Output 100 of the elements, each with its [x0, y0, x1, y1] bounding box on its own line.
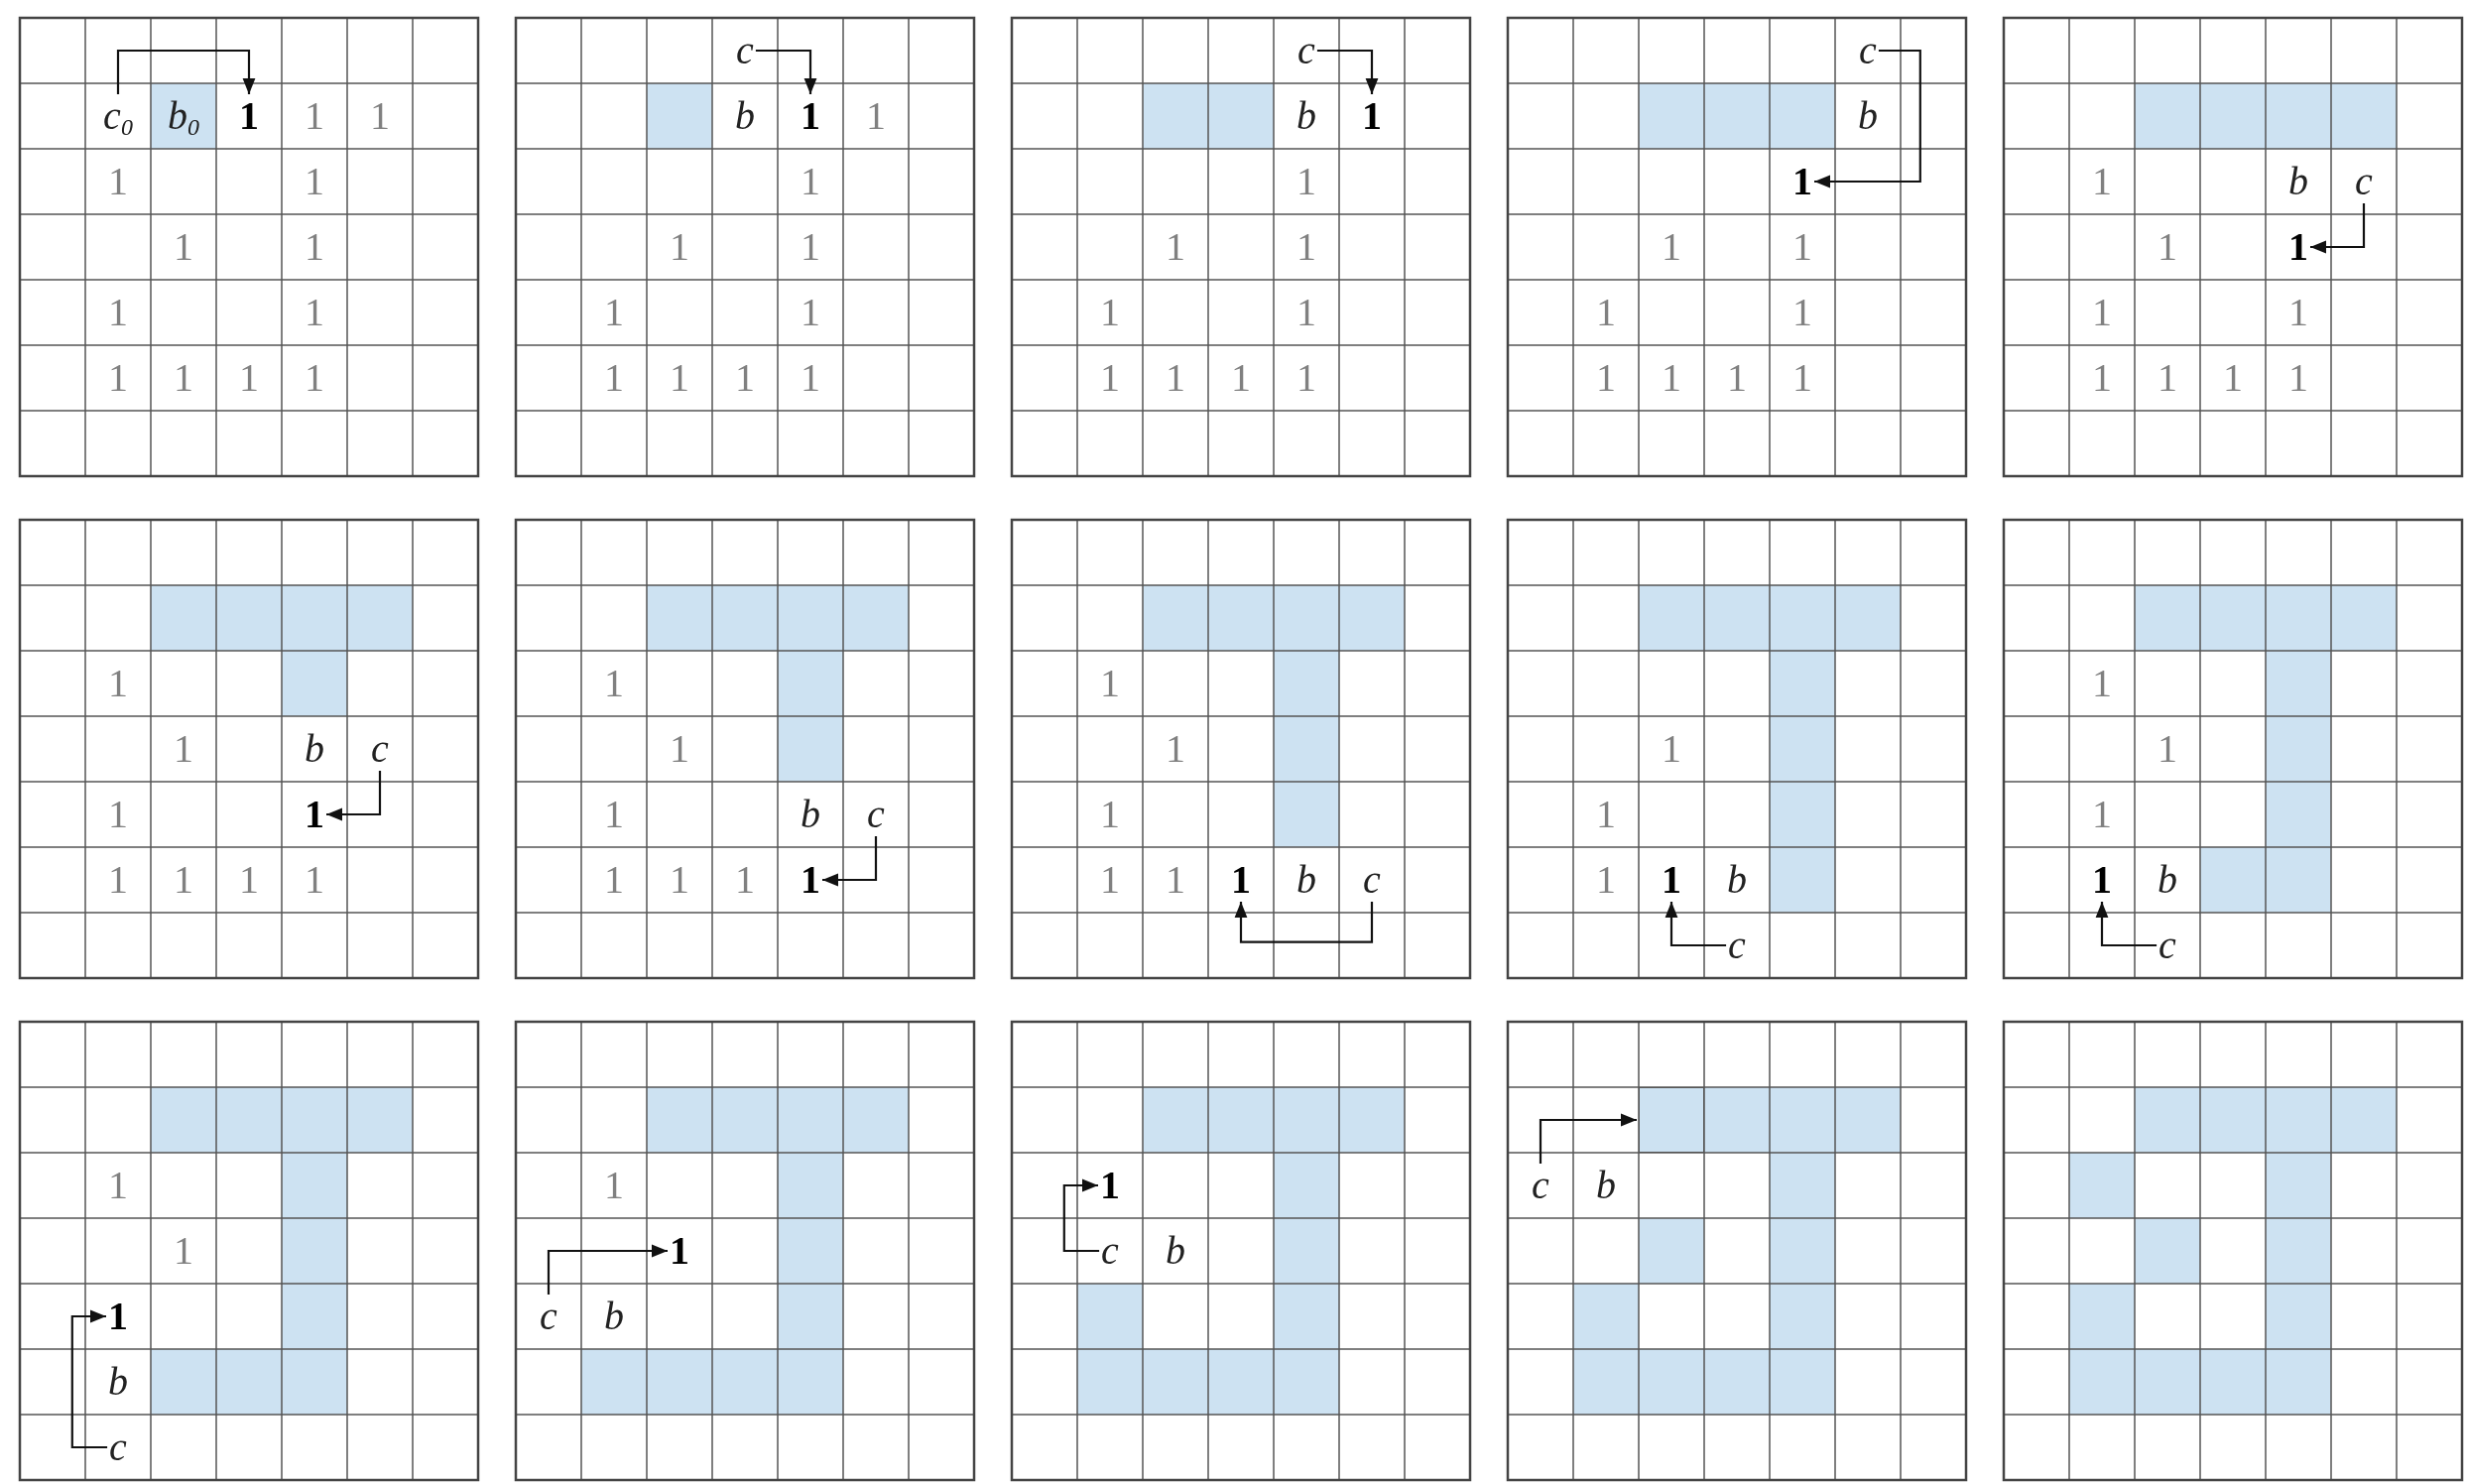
pixel-value: 1: [1166, 358, 1185, 398]
arrow: [326, 771, 382, 821]
pixel-value: 1: [801, 227, 820, 267]
current-pixel: 1: [1100, 1166, 1120, 1205]
neighbor-label: c: [540, 1297, 557, 1336]
pixel-value: 1: [370, 96, 390, 136]
pixel-value: 1: [670, 729, 689, 769]
arrow: [822, 836, 878, 887]
pixel-value: 1: [2092, 795, 2112, 834]
pixel-value: 1: [1100, 358, 1120, 398]
arrow: [1665, 902, 1727, 947]
point-label: b: [604, 1297, 624, 1336]
pixel-value: 1: [670, 227, 689, 267]
pixel-value: 1: [305, 358, 324, 398]
pixel-value: 1: [305, 162, 324, 201]
arrow: [1316, 49, 1379, 94]
arrow: [547, 1244, 668, 1295]
current-pixel: 1: [670, 1231, 689, 1271]
pixel-value: 1: [2288, 358, 2308, 398]
pixel-value: 1: [2092, 293, 2112, 332]
pixel-value: 1: [2092, 162, 2112, 201]
pixel-value: 1: [1727, 358, 1747, 398]
neighbor-label: c: [1532, 1166, 1549, 1205]
arrow: [755, 49, 817, 94]
arrow: [2095, 902, 2158, 947]
pixel-value: 1: [1296, 162, 1316, 201]
neighbor-label: c$_{0}$: [103, 96, 133, 136]
current-pixel: 1: [1231, 860, 1251, 900]
neighbor-label: c: [867, 795, 885, 834]
pixel-value: 1: [735, 358, 755, 398]
pixel-value: 1: [670, 860, 689, 900]
pixel-value: 1: [1166, 860, 1185, 900]
pixel-value: 1: [174, 729, 193, 769]
pixel-value: 1: [2092, 664, 2112, 703]
neighbor-label: c: [1363, 860, 1381, 900]
pixel-value: 1: [1596, 293, 1616, 332]
pixel-value: 1: [2288, 293, 2308, 332]
pixel-value: 1: [1100, 664, 1120, 703]
pixel-value: 1: [1166, 729, 1185, 769]
pixel-value: 1: [866, 96, 886, 136]
pixel-value: 1: [1792, 293, 1812, 332]
pixel-value: 1: [1792, 227, 1812, 267]
pixel-value: 1: [1231, 358, 1251, 398]
current-pixel: 1: [2288, 227, 2308, 267]
pixel-value: 1: [1792, 358, 1812, 398]
neighbor-label: c: [371, 729, 389, 769]
point-label: b: [2288, 162, 2308, 201]
pixel-value: 1: [174, 358, 193, 398]
neighbor-label: c: [109, 1427, 127, 1467]
pixel-value: 1: [801, 162, 820, 201]
pixel-value: 1: [604, 358, 624, 398]
point-label: b: [1727, 860, 1747, 900]
pixel-value: 1: [305, 293, 324, 332]
pixel-value: 1: [1296, 293, 1316, 332]
pixel-value: 1: [108, 795, 128, 834]
current-pixel: 1: [108, 1297, 128, 1336]
current-pixel: 1: [1792, 162, 1812, 201]
pixel-value: 1: [735, 860, 755, 900]
neighbor-label: c: [1859, 31, 1877, 70]
neighbor-label: c: [1728, 926, 1746, 965]
current-pixel: 1: [801, 96, 820, 136]
arrow: [1062, 1178, 1100, 1253]
pixel-value: 1: [801, 358, 820, 398]
pixel-value: 1: [174, 860, 193, 900]
pixel-value: 1: [1596, 860, 1616, 900]
pixel-value: 1: [604, 293, 624, 332]
pixel-value: 1: [305, 96, 324, 136]
shaded-pixel: [1639, 1087, 1704, 1153]
pixel-value: 1: [1166, 227, 1185, 267]
current-pixel: 1: [801, 860, 820, 900]
pixel-value: 1: [2223, 358, 2243, 398]
arrow: [70, 1309, 108, 1449]
pixel-value: 1: [2158, 227, 2177, 267]
neighbor-label: c: [2158, 926, 2176, 965]
pixel-value: 1: [108, 1166, 128, 1205]
pixel-value: 1: [801, 293, 820, 332]
point-label: b: [801, 795, 820, 834]
pixel-value: 1: [108, 358, 128, 398]
current-pixel: 1: [2092, 860, 2112, 900]
point-label: b: [305, 729, 324, 769]
neighbor-label: c: [1101, 1231, 1119, 1271]
pixel-value: 1: [1100, 795, 1120, 834]
point-label: b: [1858, 96, 1878, 136]
neighbor-label: c: [736, 31, 754, 70]
pixel-value: 1: [108, 162, 128, 201]
pixel-value: 1: [1100, 293, 1120, 332]
point-label: b: [108, 1362, 128, 1402]
pixel-value: 1: [108, 293, 128, 332]
pixel-value: 1: [604, 795, 624, 834]
pixel-value: 1: [670, 358, 689, 398]
point-label: b$_{0}$: [168, 96, 199, 136]
pixel-value: 1: [2158, 358, 2177, 398]
pixel-value: 1: [2158, 729, 2177, 769]
arrow: [116, 49, 256, 94]
point-label: b: [1596, 1166, 1616, 1205]
arrow: [1814, 49, 1921, 188]
point-label: b: [1296, 96, 1316, 136]
pixel-value: 1: [2092, 358, 2112, 398]
pixel-value: 1: [239, 860, 259, 900]
pixel-value: 1: [1100, 860, 1120, 900]
